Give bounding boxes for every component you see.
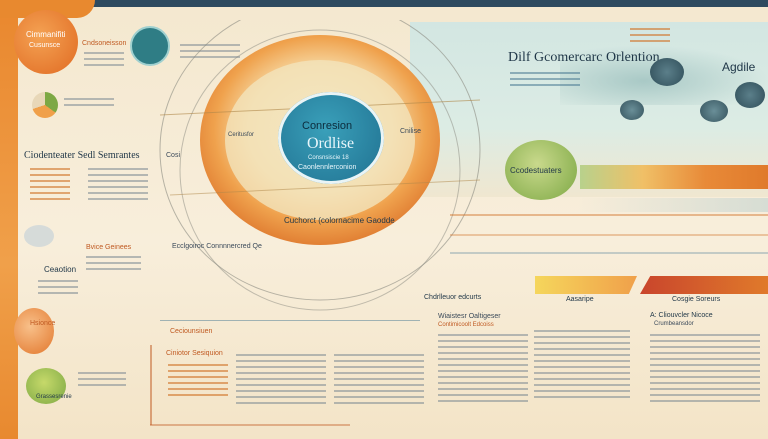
left-section-2-sub: Bvice Geinees <box>86 244 132 251</box>
left-section-3-label: Hsionce <box>30 320 56 327</box>
top-right-lines-1 <box>630 28 670 46</box>
lower-col2-title: Aasaripe <box>566 296 594 303</box>
left-text-block-2 <box>88 168 148 204</box>
top-left-label-2: Cndsoneisson <box>82 40 127 47</box>
divider-line-1 <box>450 214 768 216</box>
left-heading: Ciodenteater Sedl Semrantes <box>24 150 140 161</box>
pie-chart-icon <box>32 92 58 118</box>
small-tag-2: Ceritusfor <box>228 132 255 138</box>
pie-text-lines <box>64 98 114 110</box>
globe-icon <box>700 100 728 122</box>
gradient-band <box>580 165 768 189</box>
globe-icon <box>620 100 644 120</box>
bottom-col-f <box>168 364 228 400</box>
lower-col1-sub: Wiaistesr Oaltigeser <box>438 313 501 320</box>
lower-banner-red <box>640 276 768 294</box>
connector-bottom <box>150 424 350 426</box>
cloud-icon <box>24 225 54 247</box>
left-stripe <box>0 0 18 439</box>
mid-label-2: Ceciounsiuen <box>170 328 213 335</box>
central-line-2: Caonlennlerconion <box>298 164 357 171</box>
bottom-col-a <box>236 354 326 408</box>
left-heading-tag: Cosi <box>166 152 181 159</box>
center-banner: Cuchorct (colornacime Gaodde <box>284 216 395 225</box>
divider-line-2 <box>450 234 768 236</box>
lower-col3-sub2: Crumbeansdor <box>654 321 694 327</box>
top-left-bubble-subtitle: Cusunsce <box>29 42 61 49</box>
left-section-2-label: Ceaotion <box>44 265 77 274</box>
globe-icon <box>735 82 765 108</box>
left-stripe-corner <box>0 0 95 18</box>
bottom-col-c <box>438 334 528 406</box>
top-right-title: Dilf Gcomercarc Orlention <box>508 50 660 65</box>
leaf-icon <box>26 368 66 404</box>
top-left-bubble-title: Cimmanifiti <box>26 30 66 39</box>
left-section-2-lines-b <box>86 256 141 274</box>
connector-top <box>160 320 420 321</box>
globe-icon <box>650 58 684 86</box>
top-bar <box>0 0 768 7</box>
lower-col3-title: Cosgie Soreurs <box>672 296 721 303</box>
lower-banner-yellow <box>535 276 637 294</box>
bottom-col-e <box>650 334 760 406</box>
right-bubble <box>505 140 577 200</box>
right-bubble-label: Ccodestuaters <box>510 166 562 175</box>
top-left-bubble <box>14 10 78 74</box>
left-bottom-lines <box>78 372 126 390</box>
top-left-text-lines <box>84 52 124 70</box>
teal-node-top <box>130 26 170 66</box>
top-right-side-label: Agdile <box>722 60 756 74</box>
divider-line-3 <box>450 252 768 254</box>
lower-col1-sub2: Contimicoolt Edcoiss <box>438 322 494 328</box>
small-tag-1: Cnilise <box>400 128 422 135</box>
bottom-col-d <box>534 330 630 402</box>
central-circle <box>278 92 384 184</box>
map-icon <box>578 198 768 212</box>
central-title: Conresion <box>302 120 353 132</box>
left-section-2-lines <box>38 280 78 298</box>
connector-left <box>150 345 152 425</box>
left-text-block-1 <box>30 168 70 204</box>
bottom-col-b <box>334 354 424 408</box>
orange-sphere <box>14 308 54 354</box>
lower-col1-title: Chdrlleuor edcurts <box>424 294 482 301</box>
central-subtitle: Ordlise <box>307 135 355 152</box>
mid-label-4: Grassesrenie <box>36 394 72 400</box>
top-mid-text-lines <box>180 44 240 62</box>
lower-col3-sub: A: Cliouvcler Nicoce <box>650 312 713 319</box>
mid-label-3: Ciniotor Sesiquion <box>166 350 223 357</box>
mid-label-1: Ecclgoiroc Connnnercred Qe <box>172 243 262 250</box>
central-line-1: Consnsiscie 18 <box>308 155 349 161</box>
top-right-lines-2 <box>510 72 580 90</box>
